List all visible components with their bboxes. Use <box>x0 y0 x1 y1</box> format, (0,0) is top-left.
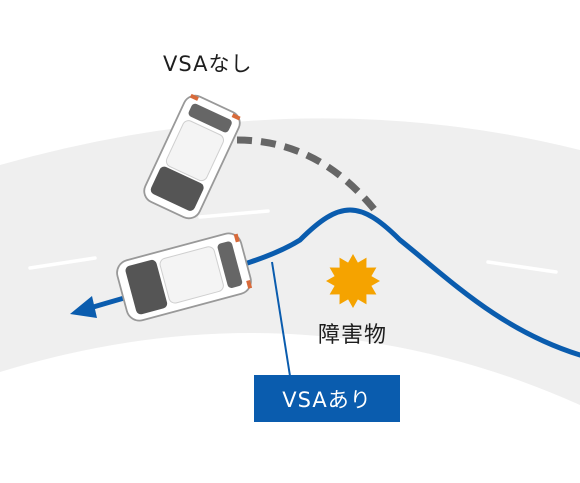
vsa-label-box: VSAあり <box>254 375 400 422</box>
vsa-path-arrowhead <box>70 296 97 318</box>
no-vsa-label: VSAなし <box>163 52 253 76</box>
obstacle-label: 障害物 <box>318 323 388 348</box>
vsa-leader-line <box>271 261 291 377</box>
obstacle-icon <box>326 254 380 308</box>
lane-markings <box>28 209 558 274</box>
no-vsa-path <box>236 136 381 217</box>
car-no-vsa <box>143 93 241 220</box>
car-vsa <box>116 232 253 322</box>
vsa-label: VSAあり <box>282 387 372 412</box>
